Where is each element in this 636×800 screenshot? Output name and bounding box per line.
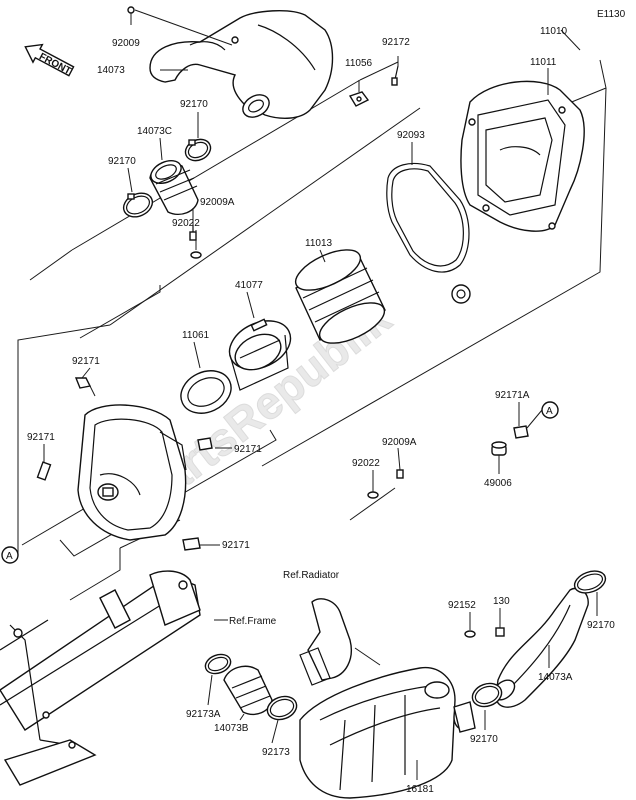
leader-lines (43, 29, 598, 780)
label-41077: 41077 (235, 280, 263, 291)
front-arrow-icon: FRONT (24, 43, 75, 77)
cap-49006-icon (491, 441, 507, 456)
label-92170-a: 92170 (180, 99, 208, 110)
label-92173A: 92173A (186, 709, 221, 720)
bolt-130-icon (495, 627, 505, 637)
label-92171-b: 92171 (27, 432, 55, 443)
label-92171-d: 92171 (222, 540, 250, 551)
callout-a-right: A (526, 401, 559, 429)
clamp-92173-icon (266, 695, 298, 721)
air-cleaner-cover (77, 404, 187, 541)
bolt-92009A-right-icon (396, 469, 404, 479)
label-92170-d: 92170 (470, 734, 498, 745)
boot-14073B-icon (223, 665, 273, 716)
label-92171A: 92171A (495, 390, 530, 401)
svg-text:A: A (546, 406, 553, 417)
label-11011: 11011 (530, 57, 557, 68)
label-92009A-b: 92009A (382, 437, 417, 448)
label-11061: 11061 (182, 330, 210, 341)
washer-92022-right-icon (367, 491, 379, 499)
svg-text:A: A (6, 551, 13, 562)
bolt-92172-icon (391, 65, 399, 86)
muffler-16181 (299, 666, 476, 799)
callout-a-left: A (1, 546, 19, 564)
label-130: 130 (493, 596, 510, 607)
washer-92152-icon (464, 630, 476, 638)
seal-ring-11061-icon (180, 370, 232, 414)
label-92022-b: 92022 (352, 458, 380, 469)
ref-frame: Ref.Frame (229, 616, 277, 627)
clamp-92170-lower-mid-icon (471, 682, 503, 708)
front-label: FRONT (37, 51, 73, 77)
clamp-92173A-icon (204, 653, 232, 675)
filter-holder-41077-icon (228, 318, 292, 391)
ref-radiator: Ref.Radiator (283, 570, 340, 581)
clip-92171-a-icon (74, 377, 96, 397)
clip-92171-b-icon (36, 461, 52, 481)
label-92009-top: 92009 (112, 38, 140, 49)
bracket-11056-icon (348, 91, 370, 107)
label-11010: 11010 (540, 26, 568, 37)
label-92022-a: 92022 (172, 218, 200, 229)
clip-92171A-icon (513, 425, 529, 439)
part-labels: E1130 92009 14073 11010 11011 92172 1105… (27, 9, 626, 795)
label-92170-c: 92170 (587, 620, 615, 631)
clip-92171-c-icon (197, 437, 213, 451)
clamp-92170-left-icon (122, 192, 154, 218)
label-14073C: 14073C (137, 126, 172, 137)
label-16181: 16181 (406, 784, 434, 795)
washer-92022-icon (190, 251, 202, 259)
label-92152: 92152 (448, 600, 476, 611)
label-92009A-a: 92009A (200, 197, 235, 208)
label-11013: 11013 (305, 238, 333, 249)
clamp-92170-upper-icon (184, 138, 212, 162)
clamp-92170-lower-right-icon (573, 570, 607, 594)
label-92170-b: 92170 (108, 156, 136, 167)
label-11056: 11056 (345, 58, 373, 69)
boot-14073C-icon (149, 159, 199, 216)
label-92171-a: 92171 (72, 356, 100, 367)
frame-structure (0, 570, 201, 786)
diagram-code: E1130 (597, 9, 626, 20)
label-49006: 49006 (484, 478, 512, 489)
label-14073: 14073 (97, 65, 125, 76)
bolt-92009-top-icon (127, 6, 233, 46)
label-92093: 92093 (397, 130, 425, 141)
clip-92171-d-icon (182, 537, 201, 551)
label-92172: 92172 (382, 37, 410, 48)
radiator-ref-hose (299, 598, 352, 686)
label-92173: 92173 (262, 747, 290, 758)
gasket-92093-icon (386, 162, 470, 273)
label-14073B: 14073B (214, 723, 249, 734)
filter-element-11013-icon (294, 249, 386, 344)
air-cleaner-case-11010 (460, 80, 585, 232)
gear-symbol-icon (451, 284, 471, 304)
intake-duct-14073 (149, 10, 334, 119)
label-14073A: 14073A (538, 672, 573, 683)
label-92171-c: 92171 (234, 444, 262, 455)
